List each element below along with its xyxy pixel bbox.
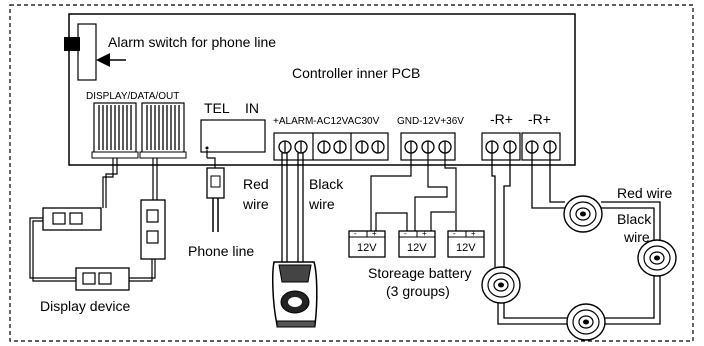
display-port-connector-2 [139, 102, 187, 159]
battery-label-1: Storeage battery [368, 265, 472, 281]
display-port-label: DISPLAY/DATA/OUT [86, 91, 179, 102]
tel-in-port [200, 119, 266, 153]
pcb-title: Controller inner PCB [292, 65, 420, 81]
siren-wires [281, 153, 304, 262]
siren-device [272, 261, 318, 328]
battery-wires [370, 153, 457, 231]
display-device-module-2 [140, 199, 166, 260]
display-device-module-1 [42, 207, 102, 231]
r-terminal-label-2: -R+ [528, 111, 551, 127]
loop-black-wire-label-2: wire [623, 229, 650, 245]
tel-label: TEL [204, 100, 230, 116]
display-device-wires [29, 158, 158, 282]
black-wire-label-2: wire [308, 196, 335, 212]
outer-dashed-frame [9, 4, 694, 342]
smoke-detector-left [481, 266, 521, 304]
smoke-detector-right [637, 239, 677, 277]
battery-2-voltage: 12V [407, 242, 427, 254]
alarm-terminals-label: +ALARM-AC12VAC30V [273, 116, 380, 127]
battery-1-voltage: 12V [357, 242, 377, 254]
red-wire-label-1: Red [243, 176, 269, 192]
display-device-label: Display device [40, 298, 130, 314]
r-terminal-block-2 [521, 132, 561, 161]
red-wire-label-2: wire [242, 196, 269, 212]
loop-black-wire-label-1: Black [617, 211, 652, 227]
power-terminal-block [400, 132, 456, 161]
display-device-module-3 [75, 267, 130, 291]
battery-3-minus: - [453, 229, 456, 238]
battery-2-plus: + [422, 229, 427, 238]
alarm-terminal-block [273, 132, 389, 161]
battery-2-minus: - [404, 229, 407, 238]
battery-3: - + 12V [447, 229, 485, 258]
battery-1-minus: - [354, 229, 357, 238]
battery-1: - + 12V [348, 229, 386, 258]
battery-3-voltage: 12V [456, 242, 476, 254]
loop-red-wire-label: Red wire [617, 185, 672, 201]
in-label: IN [245, 100, 259, 116]
battery-3-plus: + [471, 229, 476, 238]
alarm-switch-label: Alarm switch for phone line [108, 34, 276, 50]
power-terminals-label: GND-12V+36V [397, 116, 464, 127]
alarm-switch [64, 23, 126, 81]
smoke-detector-bottom [566, 303, 606, 341]
r-terminal-label-1: -R+ [490, 111, 513, 127]
phone-line-label: Phone line [188, 243, 254, 259]
black-wire-label-1: Black [309, 176, 344, 192]
battery-label-2: (3 groups) [386, 283, 450, 299]
phone-line-plug [206, 150, 225, 232]
arrow-left-icon [96, 53, 110, 67]
r-terminal-block-1 [481, 132, 521, 161]
smoke-detector-top [563, 195, 603, 233]
display-port-connector-1 [91, 102, 139, 159]
battery-2: - + 12V [398, 229, 436, 258]
detector-loop-wires [491, 153, 661, 325]
battery-1-plus: + [372, 229, 377, 238]
